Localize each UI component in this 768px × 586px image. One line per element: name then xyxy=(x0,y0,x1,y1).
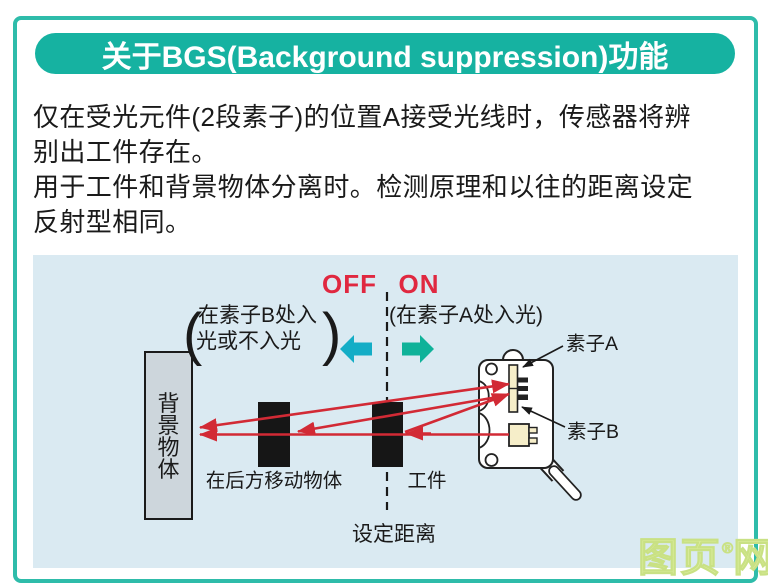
element-a-label: 素子A xyxy=(566,333,618,355)
off-state-label: OFF xyxy=(322,269,377,299)
beam-workpiece-to-element xyxy=(404,392,510,434)
panel-frame xyxy=(13,16,758,583)
beam-background-to-element xyxy=(199,379,510,433)
background-object-rect xyxy=(144,351,193,520)
element-a-pointer-arrow xyxy=(522,345,564,368)
description-line: 反射型相同。 xyxy=(33,207,192,237)
element-b-pointer-arrow xyxy=(521,406,566,428)
background-object-label-char: 背 xyxy=(157,391,179,416)
off-note-paren-close: ) xyxy=(322,302,341,367)
page-title: 关于BGS(Background suppression)功能 xyxy=(101,40,669,74)
description-paragraph: 仅在受光元件(2段素子)的位置A接受光线时，传感器将辨 别出工件存在。 用于工件… xyxy=(33,100,743,240)
watermark-text-left: 图页 xyxy=(638,536,722,581)
background-object-label-char: 景 xyxy=(157,413,179,438)
watermark: 图页®网 xyxy=(638,525,768,583)
off-note-paren-open: ( xyxy=(183,302,202,367)
sensor-drawing xyxy=(478,349,582,501)
emitter-element xyxy=(508,423,530,447)
off-note-line1: 在素子B处入 xyxy=(198,304,317,327)
description-line: 用于工件和背景物体分离时。检测原理和以往的距离设定 xyxy=(33,172,694,202)
sensor-screw-hole-bottom xyxy=(484,453,499,467)
title-bar: 关于BGS(Background suppression)功能 xyxy=(35,33,735,74)
element-b-label: 素子B xyxy=(567,421,619,443)
set-distance-label: 设定距离 xyxy=(352,523,436,546)
off-note-line2: 光或不入光 xyxy=(196,330,301,353)
element-fin xyxy=(517,394,528,400)
emitter-pin xyxy=(528,426,538,434)
on-direction-arrow-icon xyxy=(402,335,434,363)
workpiece-label: 工件 xyxy=(407,470,446,492)
registered-mark-icon: ® xyxy=(721,540,734,558)
diagram-svg: 背 景 物 体 xyxy=(144,269,619,546)
on-note: (在素子A处入光) xyxy=(389,304,543,327)
element-fin xyxy=(517,386,528,391)
on-state-label: ON xyxy=(399,269,440,299)
watermark-text-right: 网 xyxy=(733,536,768,581)
sensor-screw-hole-top xyxy=(485,362,498,376)
description-line: 别出工件存在。 xyxy=(33,137,218,167)
sensor-top-tab xyxy=(502,349,524,361)
emitter-pin xyxy=(528,437,538,445)
off-direction-arrow-icon xyxy=(340,335,372,363)
background-object-label-char: 体 xyxy=(157,457,179,482)
light-beams xyxy=(199,379,510,442)
sensor-cable-fill xyxy=(550,467,580,499)
rear-object-label: 在后方移动物体 xyxy=(206,470,343,492)
beam-rear-object-to-element xyxy=(297,394,507,436)
background-object-label-char: 物 xyxy=(157,435,179,460)
description-line: 仅在受光元件(2段素子)的位置A接受光线时，传感器将辨 xyxy=(33,102,691,132)
bgs-principle-diagram: 背 景 物 体 xyxy=(33,255,738,568)
element-fin xyxy=(517,377,528,383)
